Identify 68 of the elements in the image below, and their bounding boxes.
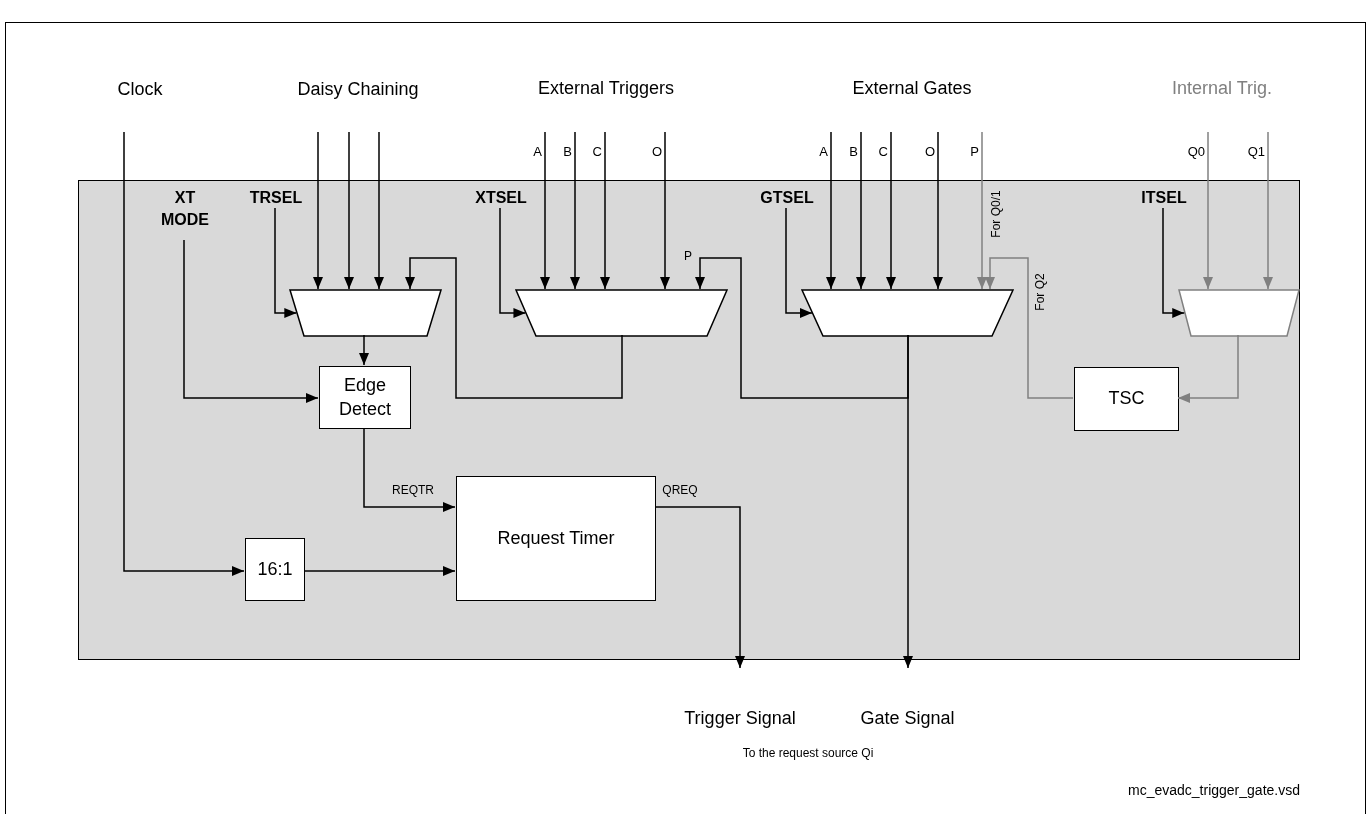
pin-label: Q1 xyxy=(1242,132,1268,168)
edge-label: P xyxy=(683,250,693,262)
output-label: Gate Signal xyxy=(850,668,965,732)
arrow xyxy=(886,131,896,290)
input-heading: External Gates xyxy=(852,79,972,97)
edge-label: REQTR xyxy=(391,484,435,496)
arrow xyxy=(303,566,456,576)
select-label: ITSEL xyxy=(1127,187,1201,209)
arrow xyxy=(183,239,319,403)
arrow xyxy=(826,131,836,290)
arrow xyxy=(1263,131,1273,290)
pin-label: C xyxy=(873,132,891,168)
pin-label: Q0 xyxy=(1182,132,1208,168)
multiplexer-trapezoid xyxy=(802,290,1013,336)
output-label: Trigger Signal xyxy=(668,668,812,732)
edge-label: For Q2 xyxy=(1034,272,1046,312)
pin-label: A xyxy=(527,132,545,168)
arrow xyxy=(1203,131,1213,290)
pin-label: O xyxy=(920,132,938,168)
pin-label: C xyxy=(587,132,605,168)
input-heading: External Triggers xyxy=(537,79,675,97)
input-heading: Clock xyxy=(100,76,180,132)
function-box: 16:1 xyxy=(245,538,305,601)
edge-label: For Q0/1 xyxy=(990,189,1002,239)
arrow xyxy=(977,131,987,290)
arrow xyxy=(540,131,550,290)
arrow xyxy=(654,506,745,669)
arrow xyxy=(856,131,866,290)
function-box: Edge Detect xyxy=(319,366,411,429)
file-name: mc_evadc_trigger_gate.vsd xyxy=(1128,783,1300,797)
pin-label: O xyxy=(647,132,665,168)
arrow xyxy=(344,131,354,290)
arrow xyxy=(600,131,610,290)
arrow xyxy=(933,131,943,290)
arrow xyxy=(1177,334,1239,403)
note-text: To the request source Qi xyxy=(742,747,874,759)
arrow xyxy=(313,131,323,290)
multiplexer-trapezoid xyxy=(1179,290,1299,336)
multiplexer-trapezoid xyxy=(290,290,441,336)
pin-label: B xyxy=(557,132,575,168)
pin-label: A xyxy=(813,132,831,168)
pin-label: P xyxy=(964,132,982,168)
select-label: TRSEL xyxy=(239,187,313,209)
arrow xyxy=(123,131,245,576)
arrow xyxy=(695,257,909,399)
block-panel xyxy=(78,180,1300,660)
arrow xyxy=(359,334,369,366)
arrow xyxy=(903,334,913,669)
select-label: XTSEL xyxy=(464,187,538,209)
arrow xyxy=(660,131,670,290)
arrow xyxy=(785,207,813,318)
pin-label: B xyxy=(843,132,861,168)
edge-label: QREQ xyxy=(661,484,699,496)
select-label: XT MODE xyxy=(149,187,221,241)
arrow xyxy=(985,257,1074,399)
input-heading: Internal Trig. xyxy=(1172,79,1272,97)
multiplexer-trapezoid xyxy=(516,290,727,336)
function-box: TSC xyxy=(1074,367,1179,431)
arrow xyxy=(274,207,298,318)
arrow xyxy=(499,207,527,318)
select-label: GTSEL xyxy=(750,187,824,209)
arrow xyxy=(1162,207,1185,318)
function-box: Request Timer xyxy=(456,476,656,601)
arrow xyxy=(570,131,580,290)
arrow xyxy=(405,257,623,399)
arrow xyxy=(374,131,384,290)
arrow xyxy=(363,427,456,512)
input-heading: Daisy Chaining xyxy=(278,76,438,132)
